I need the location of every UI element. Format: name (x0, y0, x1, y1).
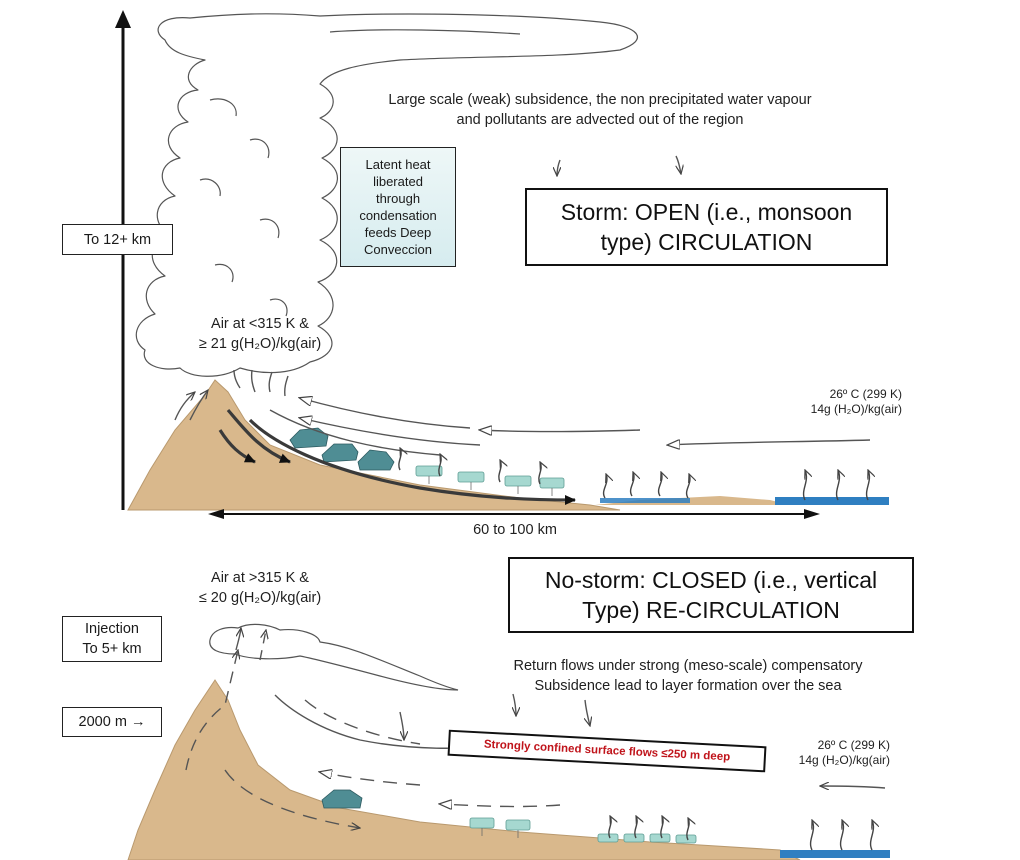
flow-arrows-top (174, 155, 871, 456)
small-cloud (209, 623, 459, 691)
surface-return-arrows-top (218, 408, 576, 505)
trees-bottom (469, 817, 697, 844)
sea-conditions-top: 26º C (299 K) 14g (H₂O)/kg(air) (772, 387, 902, 417)
distance-arrow (208, 509, 820, 519)
subsidence-line-2: and pollutants are advected out of the r… (456, 112, 744, 128)
altitude-label: 2000 m → (78, 714, 146, 730)
mountain-top (127, 379, 621, 511)
mountain-bottom (127, 679, 801, 860)
latent-heat-line-5: feeds Deep (364, 225, 432, 240)
air-bottom-line-2: ≤ 20 g(H₂O)/kg(air) (198, 590, 322, 606)
sea-top (775, 497, 889, 505)
sea-conditions-bottom: 26º C (299 K) 14g (H₂O)/kg(air) (760, 738, 890, 768)
rising-vapour-arrows-top (398, 448, 870, 501)
return-line-1: Return flows under strong (meso-scale) c… (513, 658, 863, 674)
subsidence-note: Large scale (weak) subsidence, the non p… (340, 90, 860, 130)
storm-title-line-2: type) CIRCULATION (600, 229, 813, 255)
no-storm-closed-title: No-storm: CLOSED (i.e., vertical Type) R… (508, 557, 914, 633)
altitude-label-box: 2000 m → (62, 707, 162, 737)
sea-top-left (600, 498, 690, 503)
latent-heat-box: Latent heat liberated through condensati… (340, 147, 456, 267)
sea-humidity-top: 14g (H₂O)/kg(air) (810, 402, 902, 416)
trees-top (415, 465, 565, 496)
sea-temp-bottom: 26º C (299 K) (817, 738, 890, 752)
air-condition-top: Air at <315 K & ≥ 21 g(H₂O)/kg(air) (170, 314, 350, 354)
buildings-top (289, 427, 395, 471)
sea-temp-top: 26º C (299 K) (829, 387, 902, 401)
no-storm-title-line-2: Type) RE-CIRCULATION (582, 597, 840, 623)
height-label: To 12+ km (83, 231, 152, 248)
injection-line-2: To 5+ km (82, 641, 142, 657)
latent-heat-line-2: liberated (373, 174, 423, 189)
storm-cloud (135, 13, 639, 377)
no-storm-title-line-1: No-storm: CLOSED (i.e., vertical (544, 567, 878, 593)
building-bottom (321, 789, 363, 809)
height-label-box: To 12+ km (62, 224, 173, 255)
latent-heat-line-4: condensation (359, 208, 437, 223)
subsidence-line-1: Large scale (weak) subsidence, the non p… (388, 92, 812, 108)
air-top-line-1: Air at <315 K & (211, 316, 309, 332)
return-line-2: Subsidence lead to layer formation over … (534, 678, 842, 694)
injection-line-1: Injection (84, 621, 139, 637)
sea-humidity-bottom: 14g (H₂O)/kg(air) (798, 753, 890, 767)
air-bottom-line-1: Air at >315 K & (211, 570, 309, 586)
storm-title-line-1: Storm: OPEN (i.e., monsoon (560, 199, 853, 225)
air-condition-bottom: Air at >315 K & ≤ 20 g(H₂O)/kg(air) (170, 568, 350, 608)
air-top-line-2: ≥ 21 g(H₂O)/kg(air) (198, 336, 322, 352)
latent-heat-line-1: Latent heat (365, 157, 431, 172)
distance-label: 60 to 100 km (440, 520, 590, 540)
return-flow-note: Return flows under strong (meso-scale) c… (468, 656, 908, 696)
rising-vapour-arrows-bottom (608, 816, 874, 851)
injection-label-box: Injection To 5+ km (62, 616, 162, 662)
distance-text: 60 to 100 km (473, 522, 557, 538)
latent-heat-line-3: through (375, 191, 421, 206)
height-axis-arrow (115, 10, 131, 510)
sea-bottom (780, 850, 890, 858)
latent-heat-line-6: Conveccion (364, 242, 432, 257)
storm-open-title: Storm: OPEN (i.e., monsoon type) CIRCULA… (525, 188, 888, 266)
